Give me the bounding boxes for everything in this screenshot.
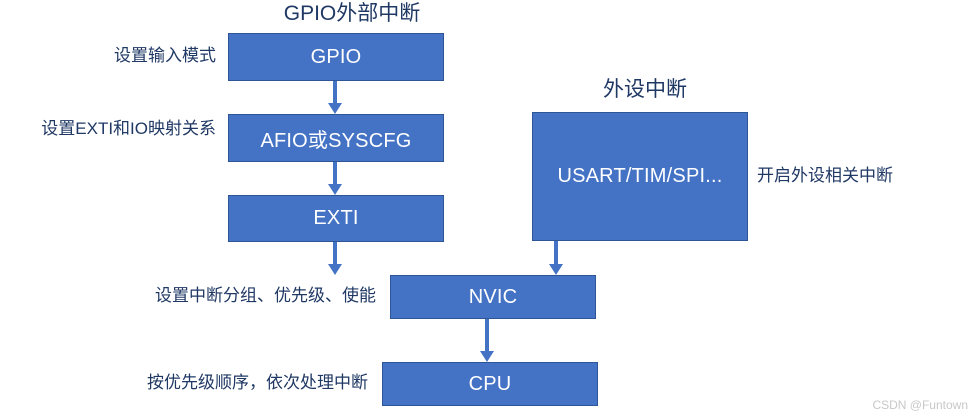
arrow-peripheral-to-nvic: [549, 241, 563, 275]
annotation-nvic-note: 设置中断分组、优先级、使能: [155, 286, 376, 305]
node-peripheral[interactable]: USART/TIM/SPI...: [532, 112, 748, 241]
node-afio-syscfg[interactable]: AFIO或SYSCFG: [228, 114, 444, 162]
arrow-afio-to-exti: [328, 162, 342, 195]
arrow-gpio-to-afio: [328, 81, 342, 114]
node-nvic-label: NVIC: [468, 285, 518, 308]
annotation-gpio-note: 设置输入模式: [114, 46, 216, 65]
title-gpio-external-interrupt: GPIO外部中断: [283, 2, 421, 25]
title-peripheral-interrupt: 外设中断: [603, 78, 687, 101]
node-gpio[interactable]: GPIO: [228, 33, 444, 81]
node-nvic[interactable]: NVIC: [390, 275, 596, 319]
watermark: CSDN @Funtown: [872, 398, 968, 412]
annotation-cpu-note: 按优先级顺序，依次处理中断: [147, 373, 368, 392]
arrow-nvic-to-cpu: [480, 319, 494, 362]
node-gpio-label: GPIO: [310, 45, 362, 68]
node-afio-syscfg-label: AFIO或SYSCFG: [260, 129, 412, 152]
annotation-afio-note: 设置EXTI和IO映射关系: [41, 119, 216, 138]
annotation-peripheral-note: 开启外设相关中断: [757, 166, 893, 185]
node-cpu[interactable]: CPU: [382, 362, 598, 406]
arrow-exti-to-nvic: [328, 242, 342, 275]
node-cpu-label: CPU: [468, 372, 512, 395]
node-exti[interactable]: EXTI: [228, 195, 444, 242]
node-exti-label: EXTI: [313, 207, 359, 229]
node-peripheral-label: USART/TIM/SPI...: [557, 165, 723, 187]
